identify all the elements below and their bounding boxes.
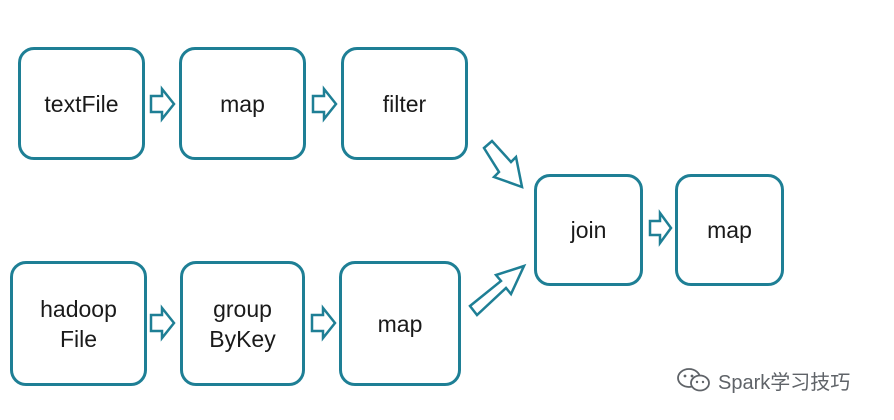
edge-arrow-hadoopfile-groupbykey [149,304,176,342]
node-hadoopfile: hadoop File [10,261,147,386]
node-groupbykey: group ByKey [180,261,305,386]
node-join: join [534,174,643,286]
edge-arrow-join-map3 [648,209,673,247]
watermark: Spark学习技巧 [676,366,850,394]
node-map-2: map [339,261,461,386]
edge-arrow-map1-filter [311,85,338,123]
edge-arrow-textfile-map1 [149,85,176,123]
node-textfile: textFile [18,47,145,160]
edge-arrow-map2-join [468,263,527,317]
edge-arrow-groupbykey-map2 [310,304,337,342]
watermark-text: Spark学习技巧 [718,371,851,394]
node-map-3: map [675,174,784,286]
wechat-icon [677,368,710,392]
node-filter: filter [341,47,468,160]
edge-arrow-filter-join [482,139,524,189]
node-map-1: map [179,47,306,160]
